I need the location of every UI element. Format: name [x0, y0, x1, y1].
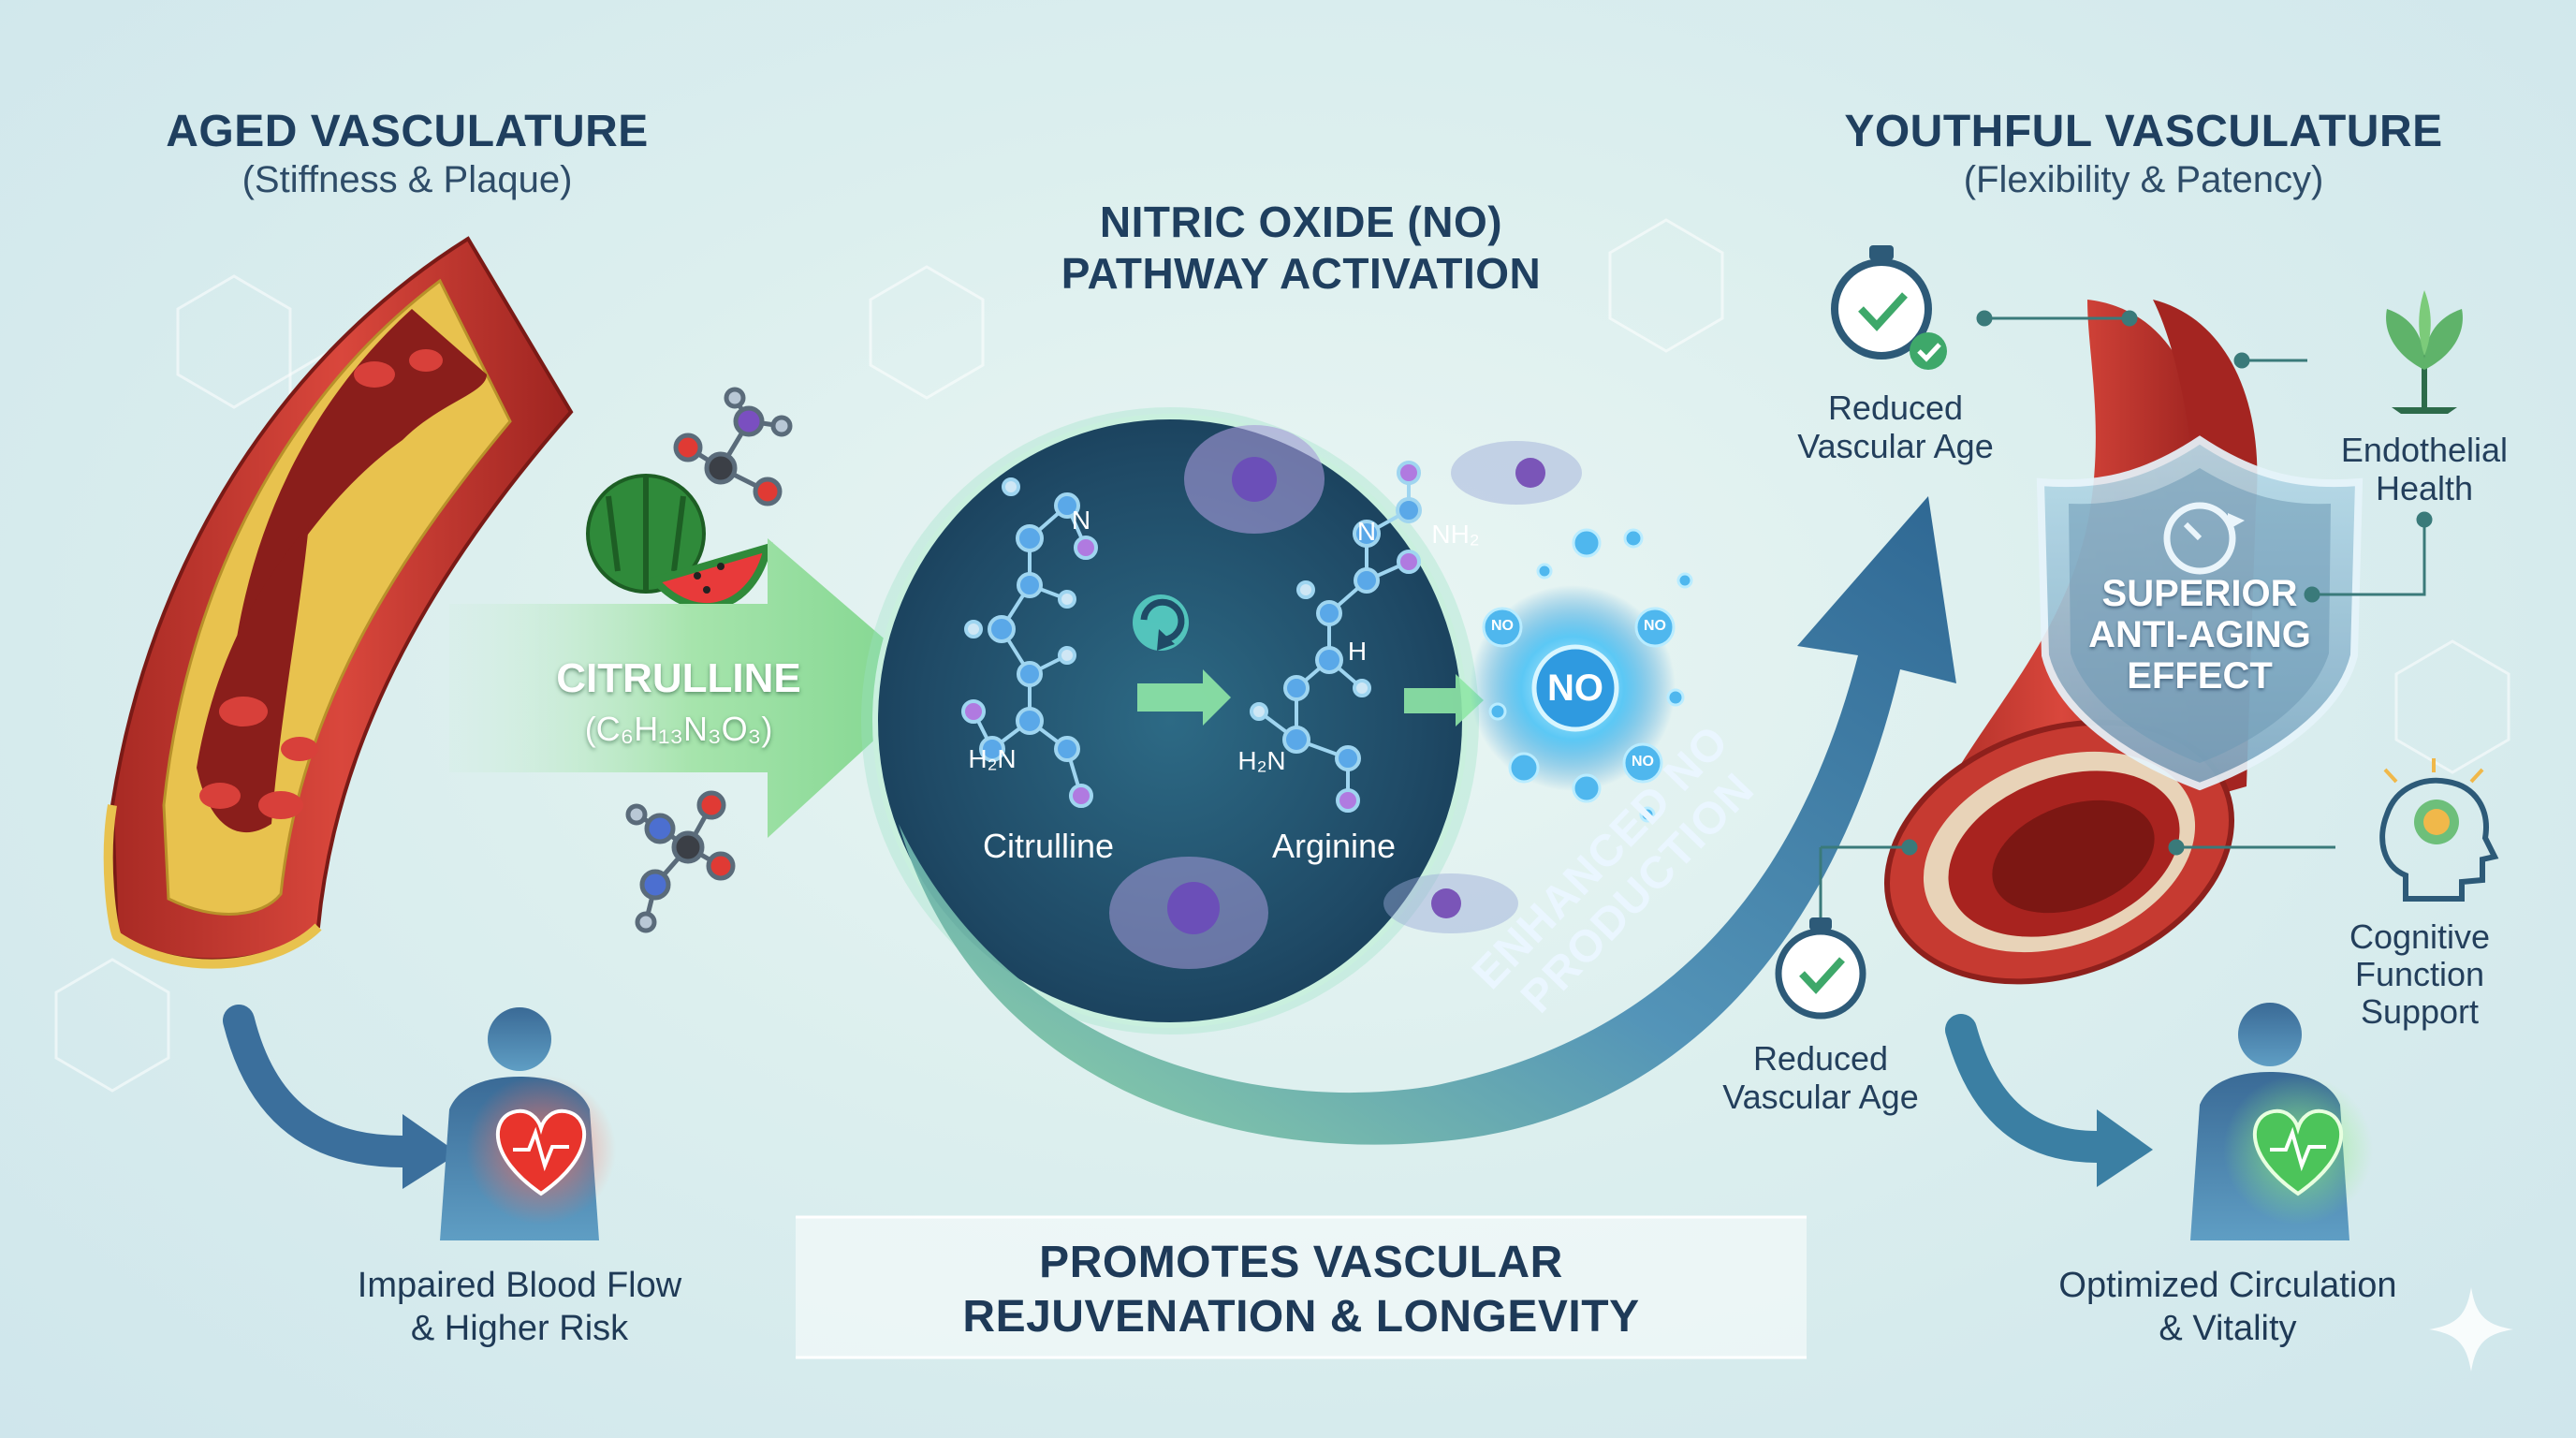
atom-label-h: H: [1347, 637, 1368, 666]
citrulline-label: CITRULLINE: [556, 655, 801, 701]
step-arrow-1: [1137, 669, 1231, 726]
pathway-title-line1: NITRIC OXIDE (NO): [1099, 198, 1503, 246]
no-small-label-3: NO: [1632, 754, 1654, 770]
shield-text-line2: ANTI-AGING: [2088, 614, 2311, 655]
shield-clock-icon: [2036, 435, 2364, 791]
molecule-label-citrulline: Citrulline: [982, 827, 1115, 865]
watermelon-icon: [586, 474, 773, 610]
benefit-endothelial-health-line2: Health: [2375, 469, 2474, 507]
no-bubbles: [1482, 528, 1693, 823]
left-flow-arrowhead: [402, 1114, 459, 1189]
atom-label-h2n-1: H₂N: [968, 744, 1017, 773]
no-main-circle: [1531, 644, 1619, 732]
no-small-label-2: NO: [1644, 618, 1666, 634]
youthful-subtitle: (Flexibility & Patency): [1963, 159, 2324, 200]
aged-subtitle: (Stiffness & Plaque): [242, 159, 573, 200]
stopwatch-check-icon: [1831, 245, 1947, 370]
atom-label-n: N: [1071, 506, 1091, 535]
arginine-molecule: [1250, 461, 1422, 813]
no-small-label-1: NO: [1491, 618, 1514, 634]
bottom-title-line2: REJUVENATION & LONGEVITY: [962, 1292, 1640, 1342]
pathway-title-line2: PATHWAY ACTIVATION: [1061, 249, 1542, 298]
shield-text-line1: SUPERIOR: [2101, 573, 2298, 614]
step-arrow-2: [1404, 674, 1484, 726]
stopwatch-check-icon: [1775, 917, 1866, 1020]
benefit-reduced-vascular-age-2-line1: Reduced: [1752, 1039, 1889, 1078]
molecule-icon: [625, 790, 736, 933]
heart-pulse-icon: [2252, 1108, 2344, 1196]
aged-title: AGED VASCULATURE: [166, 107, 649, 156]
benefit-endothelial-health-line1: Endothelial: [2340, 431, 2509, 469]
molecule-icon: [673, 387, 793, 506]
shield-text-line3: EFFECT: [2127, 655, 2273, 697]
connector-lines: [1819, 310, 2433, 922]
benefit-reduced-vascular-age-1-line2: Vascular Age: [1797, 427, 1994, 465]
atom-label-h2n-2: H₂N: [1237, 746, 1286, 775]
benefit-reduced-vascular-age-2-line2: Vascular Age: [1722, 1078, 1919, 1116]
enhanced-no-arc: [899, 496, 1956, 1145]
benefit-cognitive-line3: Support: [2360, 992, 2480, 1031]
left-caption-line2: & Higher Risk: [410, 1309, 629, 1348]
citrulline-molecule: [961, 477, 1098, 808]
pathway-oval: [872, 414, 1468, 1028]
cell-icon: [1109, 425, 1582, 969]
benefit-reduced-vascular-age-1-line1: Reduced: [1827, 389, 1964, 427]
heart-pulse-icon: [495, 1108, 587, 1196]
recycle-icon: [1133, 594, 1189, 651]
molecule-label-arginine: Arginine: [1271, 827, 1397, 865]
right-flow-arrow: [1945, 1014, 2113, 1163]
atom-label-nh2: NH₂: [1431, 520, 1480, 549]
right-caption-line1: Optimized Circulation: [2058, 1266, 2397, 1305]
right-caption-line2: & Vitality: [2159, 1309, 2297, 1348]
benefit-cognitive-line2: Function: [2354, 955, 2485, 993]
left-flow-arrow: [223, 1005, 418, 1167]
benefit-cognitive-line1: Cognitive: [2349, 917, 2491, 956]
sparkle-icon: [2429, 1287, 2513, 1372]
aged-vessel: [103, 236, 574, 969]
left-caption-line1: Impaired Blood Flow: [357, 1266, 682, 1305]
youthful-title: YOUTHFUL VASCULATURE: [1844, 107, 2443, 156]
bottom-title-line1: PROMOTES VASCULAR: [1039, 1238, 1563, 1287]
brain-head-icon: [2379, 758, 2499, 902]
leaf-plant-icon: [2386, 290, 2463, 414]
atom-label-n-2: N: [1356, 517, 1377, 546]
right-flow-arrowhead: [2097, 1109, 2153, 1187]
citrulline-arrow: [449, 538, 936, 838]
citrulline-formula: (C₆H₁₃N₃O₃): [584, 710, 773, 748]
no-main-label: NO: [1547, 668, 1603, 709]
bottom-banner: [796, 1217, 1807, 1357]
